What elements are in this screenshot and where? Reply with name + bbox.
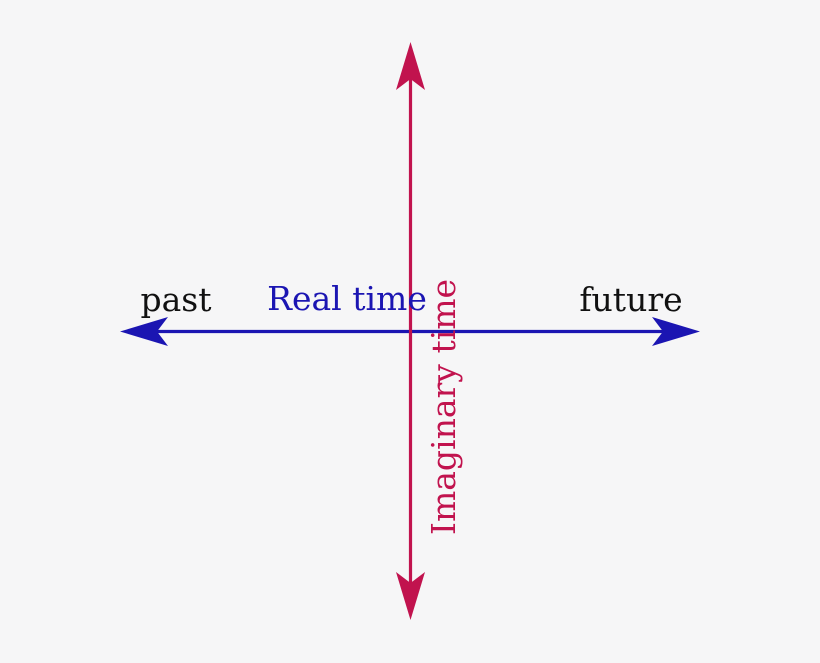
real-axis-future-arrowhead-icon [652,317,700,346]
imaginary-axis-down-arrowhead-icon [396,572,425,620]
real-time-axis-label: Real time [267,279,427,318]
past-label: past [141,280,212,319]
imaginary-time-axis [396,42,425,620]
imaginary-time-axis-label: Imaginary time [424,279,463,535]
future-label: future [579,280,682,319]
real-axis-past-arrowhead-icon [120,317,168,346]
imaginary-axis-up-arrowhead-icon [396,42,425,90]
